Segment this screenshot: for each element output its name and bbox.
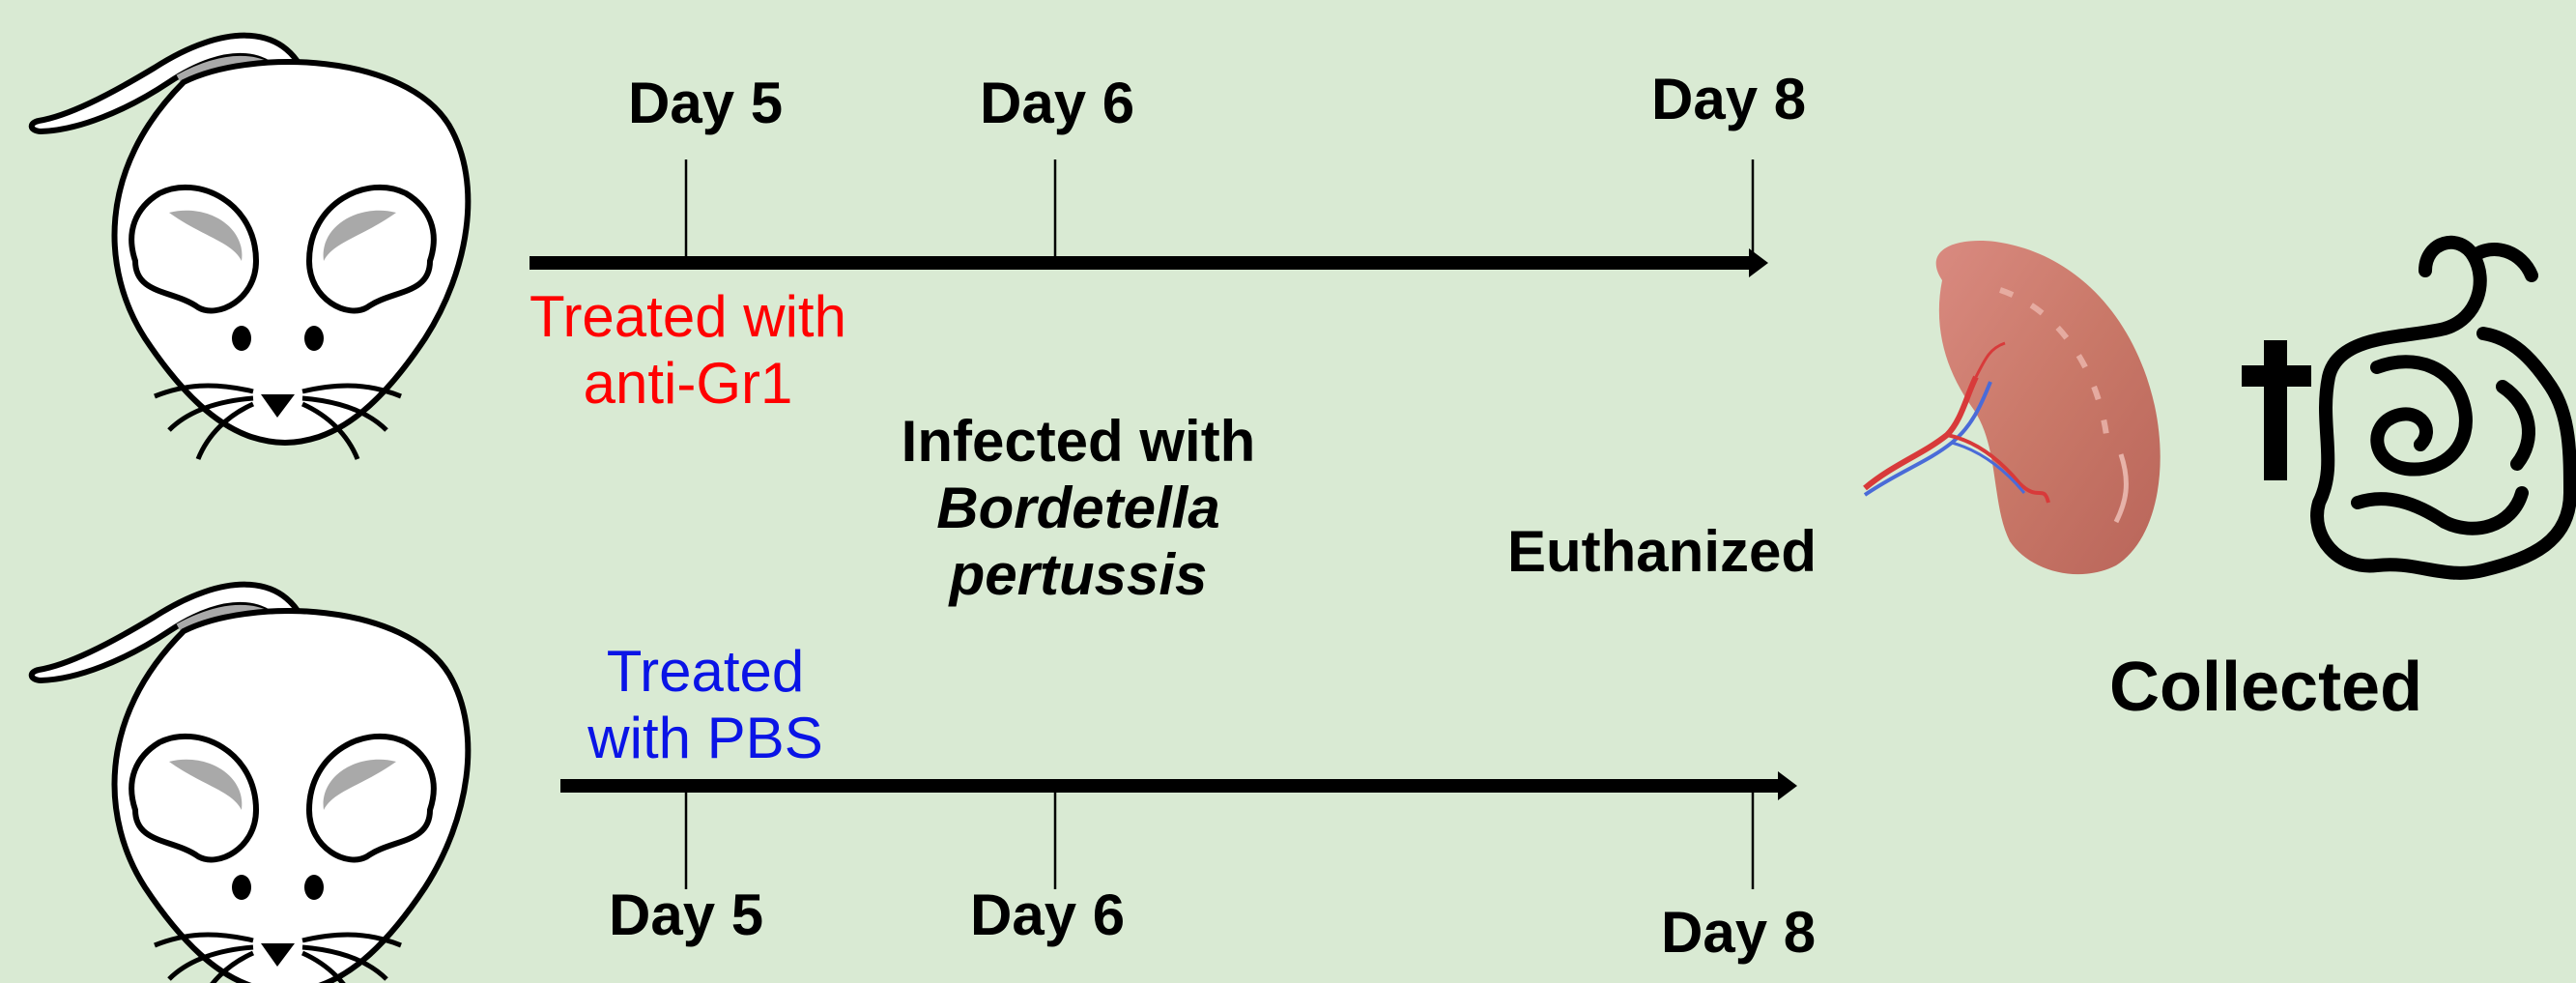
infection-line-3: pertussis <box>866 541 1291 608</box>
bottom-day-6-label: Day 6 <box>970 882 1125 948</box>
pbs-treatment-label: Treated with PBS <box>551 638 860 771</box>
anti-gr1-treatment-label: Treated with anti-Gr1 <box>514 283 862 417</box>
infection-label: Infected with Bordetella pertussis <box>866 408 1291 608</box>
pbs-treatment-line-1: Treated <box>551 638 860 705</box>
bottom-day-8-label: Day 8 <box>1661 899 1816 966</box>
timeline-bottom-arrow <box>560 771 1797 889</box>
infection-line-1: Infected with <box>866 408 1291 475</box>
pbs-treatment-line-2: with PBS <box>551 705 860 771</box>
mouse-icon-bottom <box>32 585 469 983</box>
timeline-top-arrow <box>530 159 1768 277</box>
anti-gr1-treatment-line-2: anti-Gr1 <box>514 350 862 417</box>
intestine-icon <box>2317 243 2570 573</box>
top-day-6-label: Day 6 <box>980 70 1134 136</box>
top-day-5-label: Day 5 <box>628 70 783 136</box>
bottom-day-5-label: Day 5 <box>609 882 763 948</box>
infection-line-2: Bordetella <box>866 475 1291 541</box>
collected-label: Collected <box>2109 648 2422 728</box>
mouse-icon-top <box>32 36 469 459</box>
spleen-icon <box>1865 241 2161 574</box>
anti-gr1-treatment-line-1: Treated with <box>514 283 862 350</box>
plus-icon <box>2242 340 2311 480</box>
top-day-8-label: Day 8 <box>1651 66 1806 132</box>
euthanized-label: Euthanized <box>1507 518 1817 585</box>
